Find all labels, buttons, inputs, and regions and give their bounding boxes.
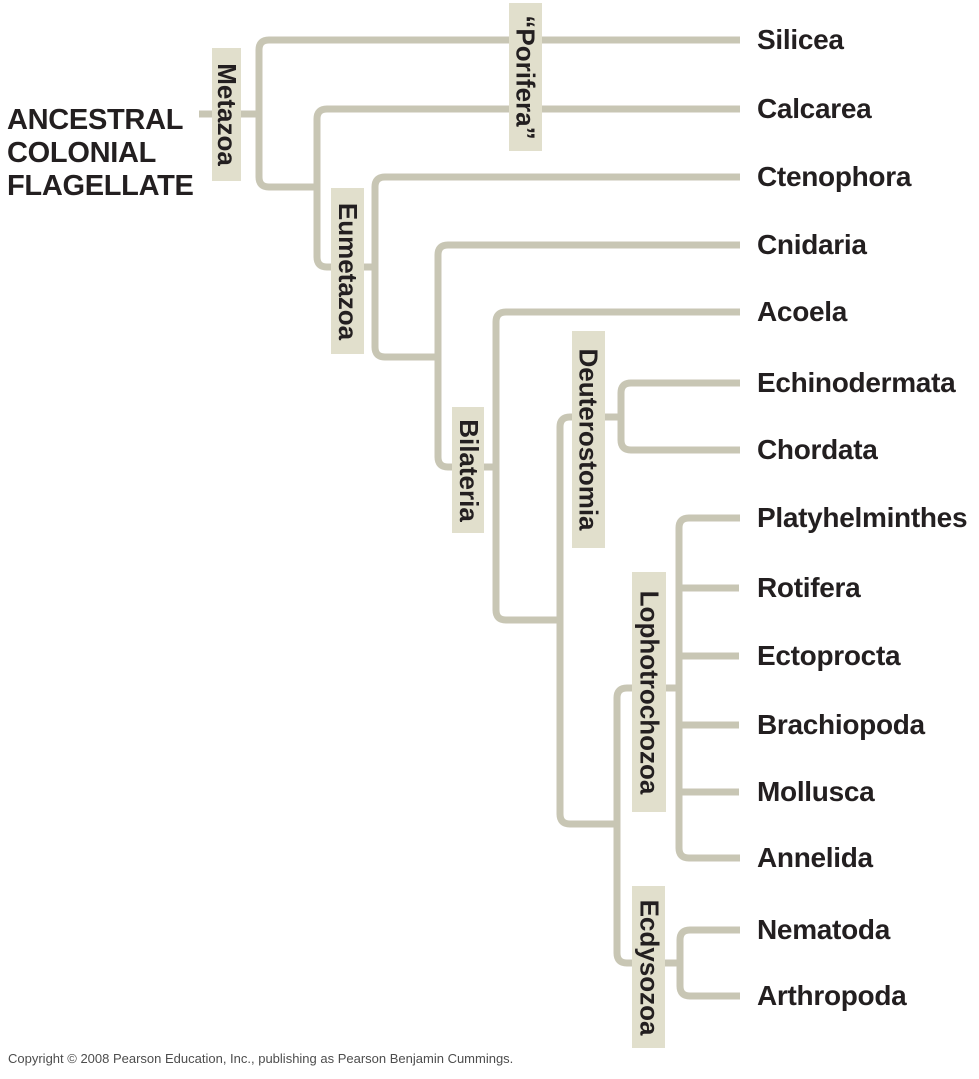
clade-label-text: Deuterostomia [574,348,605,531]
bracket-cnidaria [434,241,740,471]
clade-label-ecdysozoa: Ecdysozoa [632,886,665,1048]
bracket-eumetazoa-ctenophora [371,173,740,361]
taxon-label-calcarea: Calcarea [757,93,872,124]
bracket-lophotrochozoa [675,514,740,862]
taxon-label-nematoda: Nematoda [757,914,890,945]
taxon-label-platyhelminthes: Platyhelminthes [757,502,968,533]
bracket-deuterostomia-protostomia-split [556,413,621,828]
taxon-label-rotifera: Rotifera [757,572,861,603]
taxon-label-silicea: Silicea [757,24,844,55]
bracket-calcarea [313,105,740,271]
taxon-label-ctenophora: Ctenophora [757,161,912,192]
bracket-deuterostomia [617,379,740,454]
clade-label-porifera: “Porifera” [509,3,542,151]
clade-label-lophotrochozoa: Lophotrochozoa [632,572,666,812]
clade-label-deuterostomia: Deuterostomia [572,331,605,548]
clade-label-metazoa: Metazoa [212,48,243,181]
bracket-bilateria-acoela [492,308,740,624]
taxon-label-cnidaria: Cnidaria [757,229,867,260]
taxon-label-annelida: Annelida [757,842,873,873]
taxon-label-mollusca: Mollusca [757,776,875,807]
clade-label-eumetazoa: Eumetazoa [331,188,364,354]
clade-label-text: Bilateria [453,418,484,522]
clade-label-text: Metazoa [212,63,243,166]
taxon-label-acoela: Acoela [757,296,848,327]
taxon-label-chordata: Chordata [757,434,878,465]
root-label: ANCESTRAL COLONIAL FLAGELLATE [7,104,194,202]
copyright-notice: Copyright © 2008 Pearson Education, Inc.… [8,1051,514,1066]
taxon-label-echinodermata: Echinodermata [757,367,956,398]
clade-label-text: “Porifera” [511,14,542,140]
bracket-ecdysozoa [676,926,740,1000]
bracket-lopho-ecdysozoa-split [613,684,678,967]
clade-label-bilateria: Bilateria [452,407,484,533]
clade-label-text: Eumetazoa [333,202,364,340]
taxon-label-arthropoda: Arthropoda [757,980,907,1011]
bracket-metazoa-silicea [255,36,740,191]
clade-label-text: Lophotrochozoa [634,590,665,794]
clade-label-text: Ecdysozoa [634,899,665,1035]
taxon-label-brachiopoda: Brachiopoda [757,709,925,740]
taxon-label-ectoprocta: Ectoprocta [757,640,901,671]
